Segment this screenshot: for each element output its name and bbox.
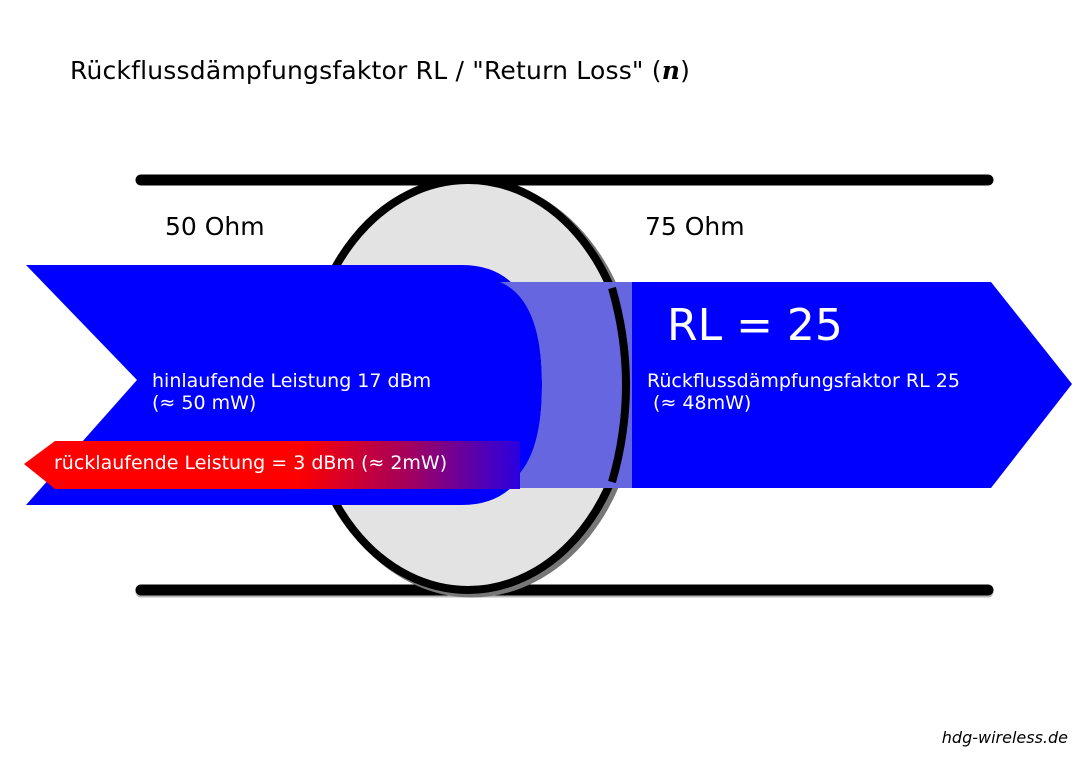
transmitted-power-arrow [630,282,1072,488]
source-credit: hdg-wireless.de [941,728,1068,747]
overlap-band [500,282,632,488]
return-loss-value: RL = 25 [667,300,843,351]
symbol-n: n [661,56,681,85]
forward-power-label: hinlaufende Leistung 17 dBm (≈ 50 mW) [152,370,432,414]
right-impedance-label: 75 Ohm [645,212,745,241]
transmitted-power-label: Rückflussdämpfungsfaktor RL 25 (≈ 48mW) [647,370,960,414]
reflected-power-label: rücklaufende Leistung = 3 dBm (≈ 2mW) [54,452,448,474]
reflected-power-arrow [24,441,520,489]
diagram-title: Rückflussdämpfungsfaktor RL / "Return Lo… [70,56,691,85]
left-impedance-label: 50 Ohm [165,212,265,241]
